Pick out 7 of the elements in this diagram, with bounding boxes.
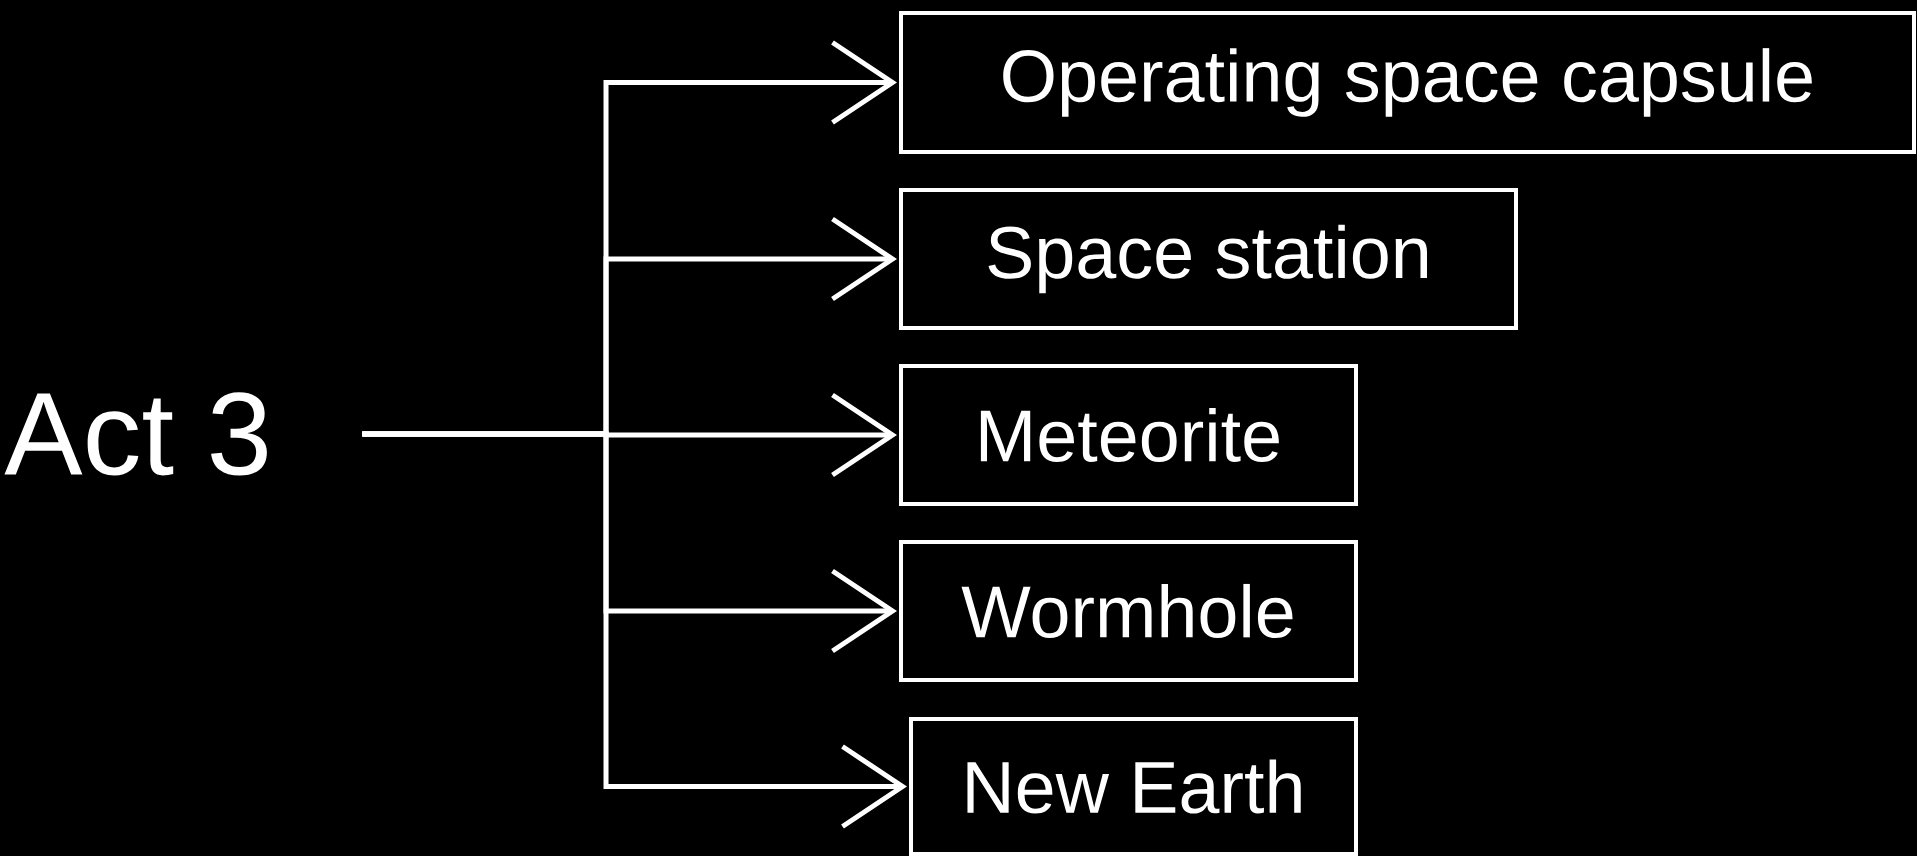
label-box: Operating space capsule <box>899 11 1916 154</box>
heading: Act 3 <box>4 392 267 476</box>
arrow <box>362 431 907 829</box>
label-box: Meteorite <box>899 364 1358 506</box>
label-box: Wormhole <box>899 540 1358 682</box>
label-box: Space station <box>899 188 1518 330</box>
label-box: New Earth <box>909 717 1358 856</box>
